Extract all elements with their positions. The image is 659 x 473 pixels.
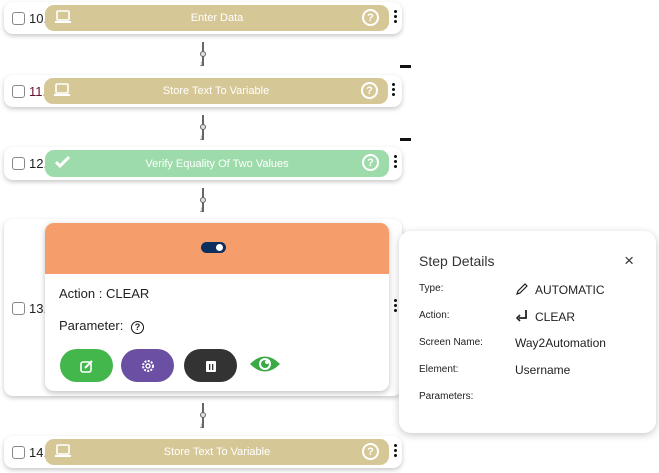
help-icon[interactable]: ? [361,82,378,99]
action-value: CLEAR [515,309,575,324]
enter-arrow-icon [515,310,527,322]
step-row-14[interactable]: 14. Store Text To Variable ? [4,436,402,468]
eye-icon[interactable] [249,353,281,375]
screen-name-value: Way2Automation [515,336,606,350]
help-icon[interactable]: ? [362,9,379,26]
connector: ↓ [199,188,206,214]
type-value: AUTOMATIC [515,282,605,297]
connector: ↓ [199,42,206,68]
step-label: Enter Data [190,12,244,24]
kebab-menu-icon[interactable] [392,83,396,96]
type-label: Type: [419,283,444,294]
step-header [45,223,389,274]
action-label: Action: [419,310,450,321]
expanded-step-card: Action : CLEAR Parameter: ? [45,223,389,391]
enable-toggle[interactable] [201,242,226,253]
step-checkbox[interactable] [12,12,25,25]
kebab-menu-icon[interactable] [394,10,398,23]
kebab-menu-icon[interactable] [394,299,398,312]
step-details-panel: Step Details × Type: AUTOMATIC Action: C… [399,231,656,433]
step-label: Store Text To Variable [162,85,270,97]
step-checkbox[interactable] [12,446,25,459]
step-number: 10. [29,11,48,26]
collapse-icon[interactable] [400,138,411,141]
close-icon[interactable]: × [624,251,634,270]
double-check-icon [55,155,71,169]
connector: ↓ [199,403,206,430]
delete-button[interactable] [184,349,237,382]
monitor-code-icon [55,444,71,457]
parameter-row: Parameter: ? [59,318,144,334]
monitor-code-icon [55,10,71,23]
monitor-code-icon [54,83,70,96]
edit-icon [79,359,93,373]
kebab-menu-icon[interactable] [394,155,398,168]
step-row-11[interactable]: 11. Store Text To Variable ? [4,75,402,107]
help-icon[interactable]: ? [130,321,144,334]
step-row-10[interactable]: 10. Enter Data ? [4,2,402,34]
step-pill[interactable]: Verify Equality Of Two Values ? [45,150,389,177]
element-value: Username [515,363,571,377]
parameter-label: Parameter: [59,318,124,333]
step-number: 12. [29,156,48,171]
step-label: Verify Equality Of Two Values [145,157,289,170]
step-number: 11. [29,84,47,99]
pencil-icon [516,283,528,295]
step-label: Store Text To Variable [163,446,271,458]
element-label: Element: [419,364,459,375]
edit-button[interactable] [60,349,113,382]
step-pill[interactable]: Enter Data ? [45,5,389,31]
panel-title: Step Details [419,253,495,269]
step-row-12[interactable]: 12. Verify Equality Of Two Values ? [4,147,402,180]
collapse-icon[interactable] [400,65,411,68]
action-text: CLEAR [535,310,576,324]
step-pill[interactable]: Store Text To Variable ? [45,439,389,465]
kebab-menu-icon[interactable] [394,444,398,457]
step-number: 13. [29,301,48,316]
step-checkbox[interactable] [12,85,25,98]
action-text: Action : CLEAR [59,286,150,301]
help-icon[interactable]: ? [362,443,379,460]
parameters-label: Parameters: [419,391,474,402]
screen-name-label: Screen Name: [419,337,483,348]
gear-icon [141,359,154,372]
connector: ↓ [199,115,206,142]
type-text: AUTOMATIC [535,283,605,297]
help-icon[interactable]: ? [362,154,379,171]
trash-icon [205,361,216,372]
settings-button[interactable] [121,349,174,382]
step-checkbox[interactable] [12,302,25,315]
step-number: 14. [29,445,48,460]
step-checkbox[interactable] [12,157,25,170]
step-pill[interactable]: Store Text To Variable ? [44,78,388,104]
